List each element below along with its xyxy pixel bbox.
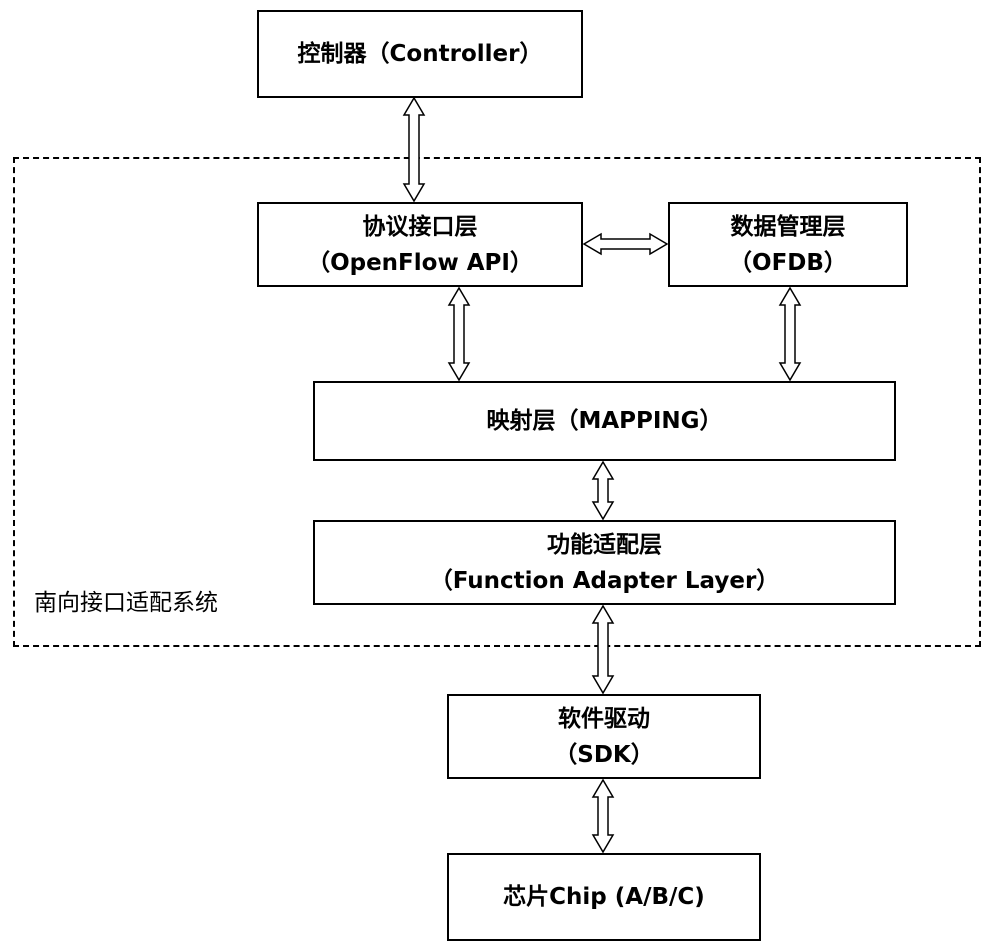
data-mgmt-layer-title: 数据管理层: [730, 213, 846, 240]
protocol-layer-title: 协议接口层: [362, 213, 478, 240]
arrow-protocol-datamgmt: [582, 232, 669, 256]
sdk-subtitle: （SDK）: [554, 741, 654, 768]
chip-box: 芯片Chip (A/B/C): [447, 853, 761, 941]
arrow-sdk-chip: [591, 778, 615, 854]
function-adapter-title: 功能适配层: [547, 531, 662, 558]
protocol-interface-layer-box: 协议接口层 （OpenFlow API）: [257, 202, 583, 287]
sdk-box: 软件驱动 （SDK）: [447, 694, 761, 779]
arrow-controller-protocol: [402, 96, 426, 203]
arrow-protocol-mapping: [447, 286, 471, 382]
controller-box: 控制器（Controller）: [257, 10, 583, 98]
chip-label: 芯片Chip (A/B/C): [503, 884, 705, 910]
data-mgmt-layer-subtitle: （OFDB）: [729, 249, 847, 276]
protocol-layer-subtitle: （OpenFlow API）: [307, 249, 533, 276]
sdk-title: 软件驱动: [558, 705, 650, 732]
mapping-layer-box: 映射层（MAPPING）: [313, 381, 896, 461]
arrow-function-sdk: [591, 604, 615, 695]
function-adapter-layer-box: 功能适配层 （Function Adapter Layer）: [313, 520, 896, 605]
arrow-mapping-function: [591, 460, 615, 521]
region-label: 南向接口适配系统: [34, 590, 218, 616]
southbound-adapter-region: [13, 157, 981, 647]
mapping-layer-label: 映射层（MAPPING）: [486, 408, 723, 434]
controller-label: 控制器（Controller）: [297, 41, 543, 67]
arrow-datamgmt-mapping: [778, 286, 802, 382]
data-management-layer-box: 数据管理层 （OFDB）: [668, 202, 908, 287]
function-adapter-subtitle: （Function Adapter Layer）: [429, 567, 780, 594]
